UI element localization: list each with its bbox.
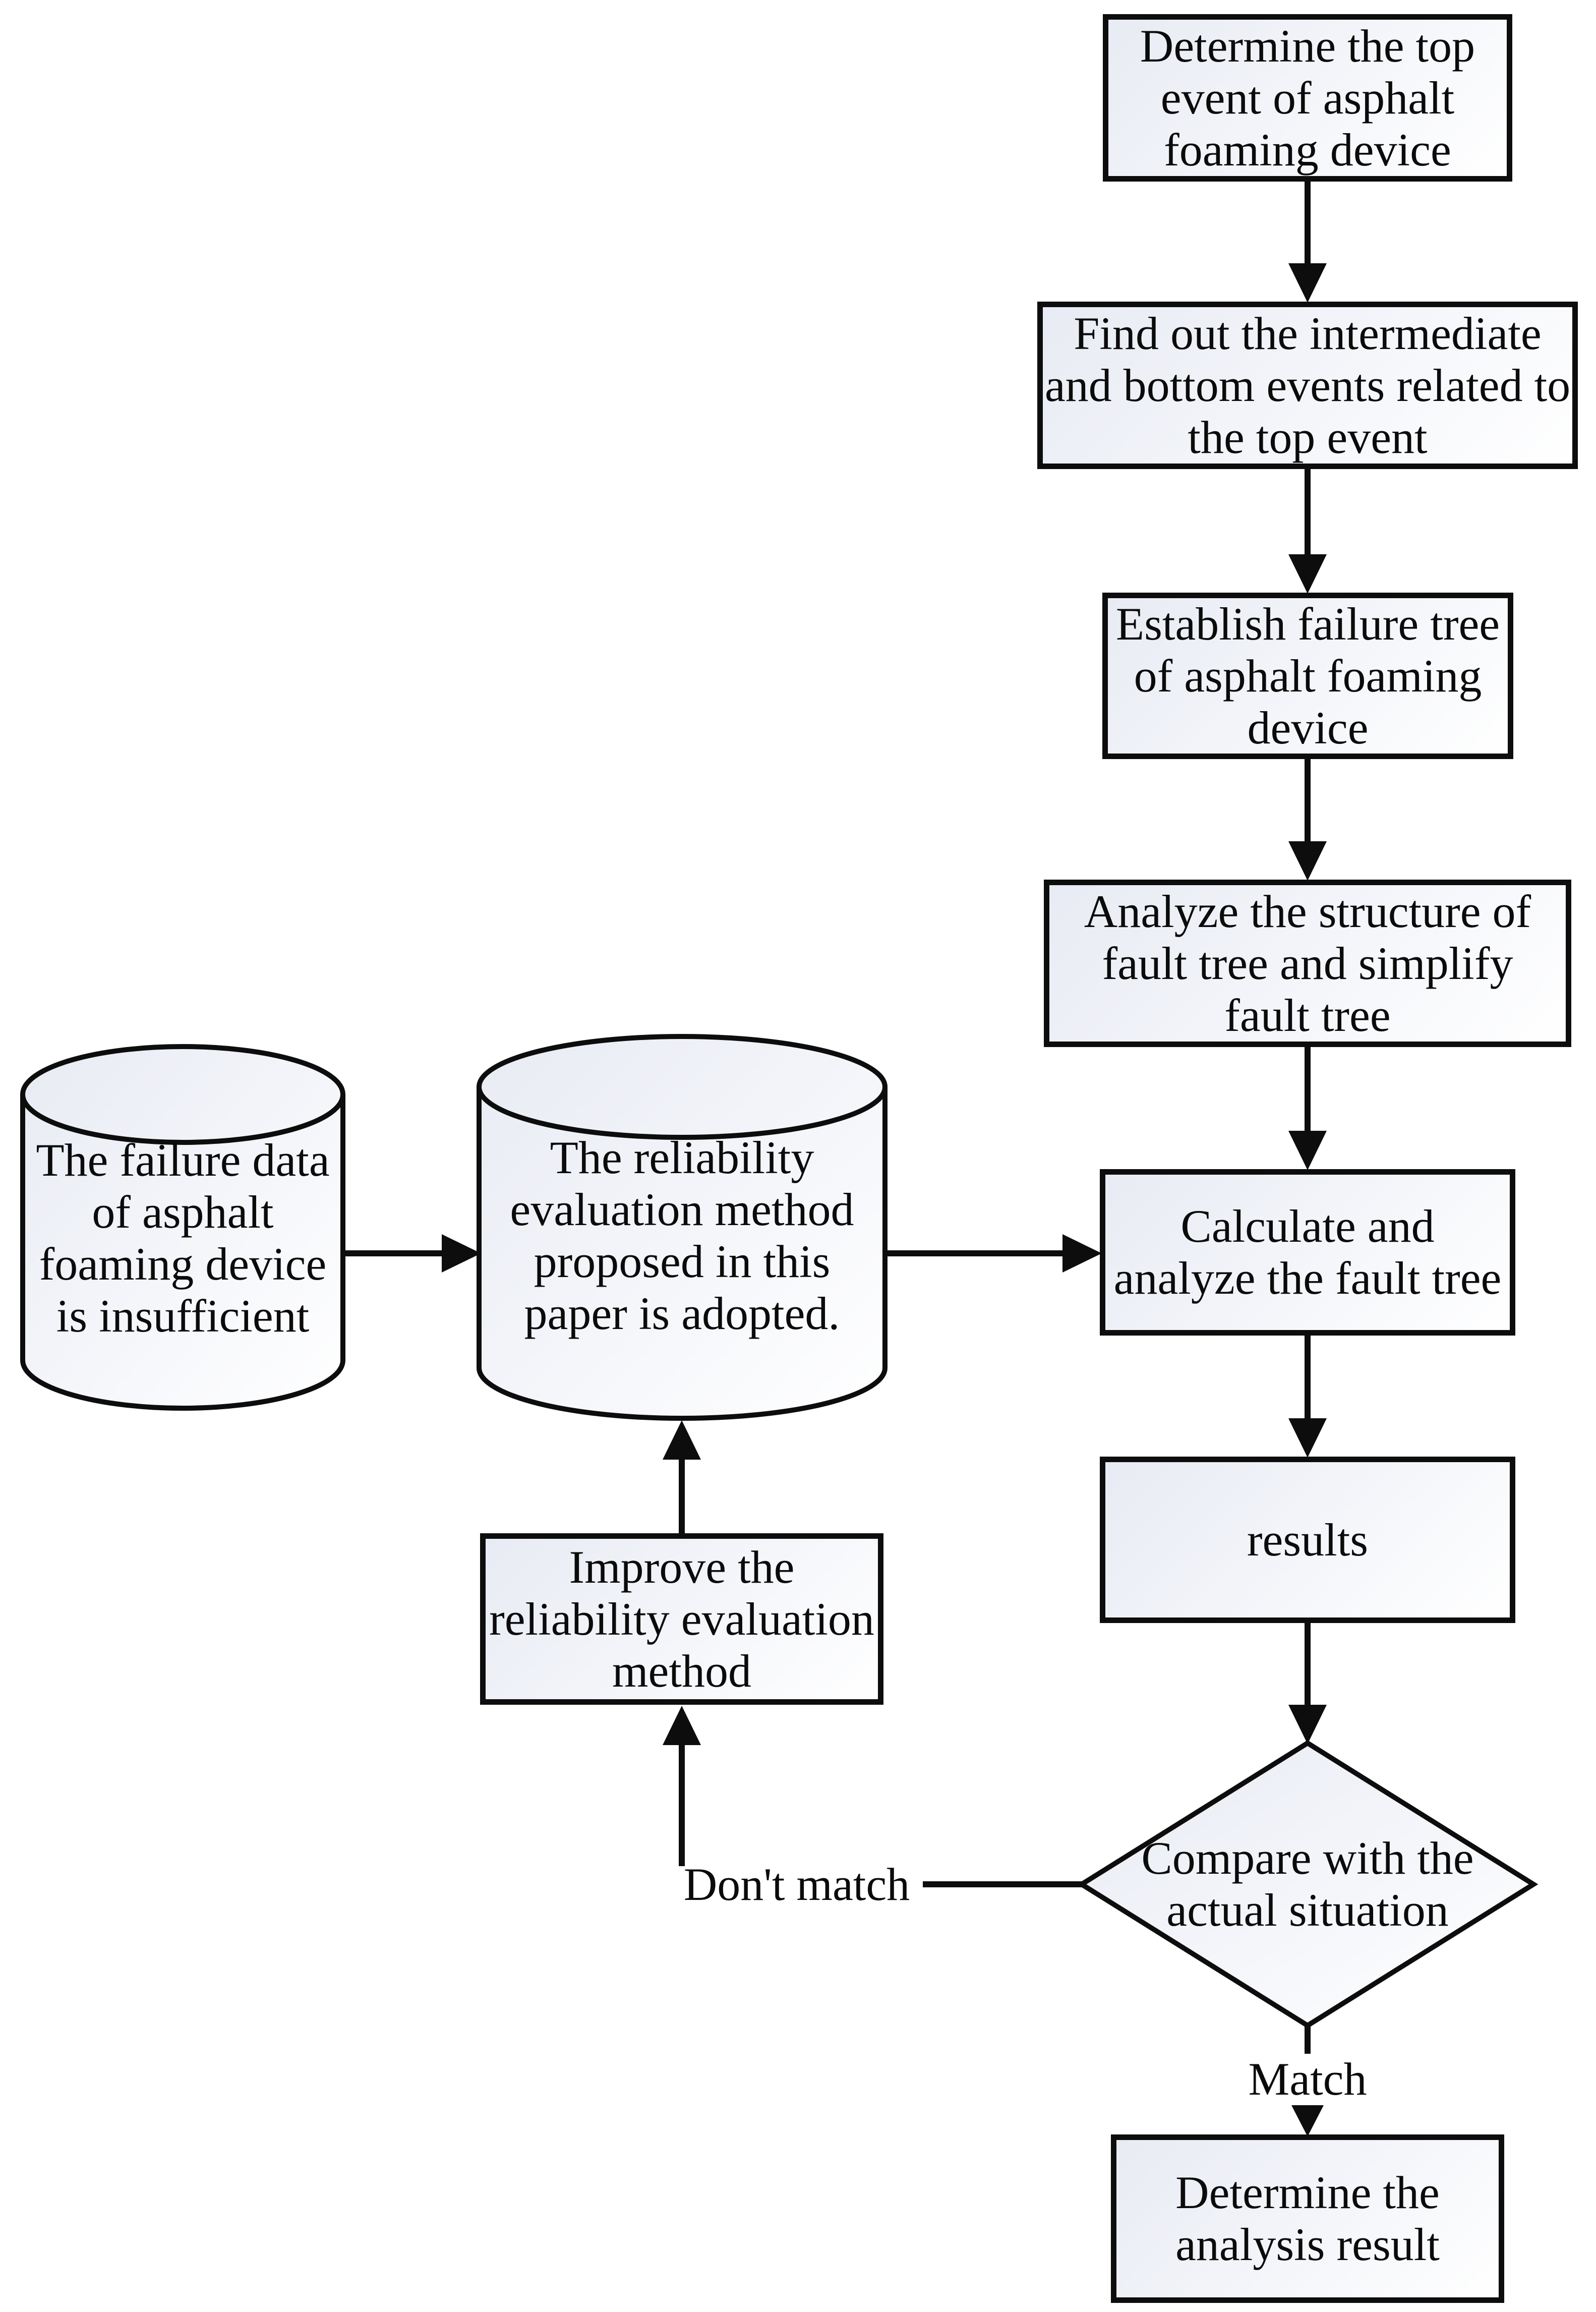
arrowhead-right-icon [442, 1234, 481, 1273]
arrowhead-down-icon [1288, 554, 1327, 594]
cylinder-failure-data [20, 1044, 345, 1411]
node-determine-analysis-result: Determine the analysis result [1111, 2134, 1504, 2303]
arrowhead-down-icon [1288, 263, 1327, 303]
cylinder-method-adopted-top-arc [477, 1086, 888, 1140]
node-determine-top-event-label: Determine the top event of asphalt foami… [1140, 20, 1475, 176]
arrowhead-up-icon [663, 1706, 701, 1745]
node-establish-failure-tree: Establish failure tree of asphalt foamin… [1102, 593, 1513, 759]
node-find-related-events: Find out the intermediate and bottom eve… [1037, 302, 1578, 469]
diamond-compare-decision [1077, 1740, 1539, 2029]
arrowhead-right-icon [1062, 1234, 1102, 1273]
arrowhead-down-icon [1288, 1705, 1327, 1744]
node-results: results [1100, 1457, 1515, 1623]
node-determine-analysis-result-label: Determine the analysis result [1175, 2167, 1440, 2270]
node-improve-method-label: Improve the reliability evaluation metho… [489, 1541, 874, 1697]
node-calculate-analyze: Calculate and analyze the fault tree [1100, 1169, 1515, 1336]
arrowhead-down-icon [1288, 1418, 1327, 1458]
arrowhead-up-icon [663, 1420, 701, 1460]
arrowhead-down-icon [1291, 2105, 1324, 2136]
cylinder-method-adopted [477, 1034, 888, 1421]
cylinder-failure-data-top-arc [20, 1094, 345, 1145]
arrowhead-down-icon [1288, 1131, 1327, 1170]
node-calculate-analyze-label: Calculate and analyze the fault tree [1113, 1200, 1502, 1304]
node-find-related-events-label: Find out the intermediate and bottom eve… [1044, 307, 1571, 463]
arrowhead-down-icon [1288, 841, 1327, 881]
node-analyze-structure: Analyze the structure of fault tree and … [1044, 880, 1571, 1047]
node-determine-top-event: Determine the top event of asphalt foami… [1103, 14, 1512, 182]
node-establish-failure-tree-label: Establish failure tree of asphalt foamin… [1115, 598, 1500, 754]
node-analyze-structure-label: Analyze the structure of fault tree and … [1084, 885, 1531, 1041]
node-results-label: results [1247, 1514, 1369, 1566]
node-improve-method: Improve the reliability evaluation metho… [480, 1533, 883, 1705]
